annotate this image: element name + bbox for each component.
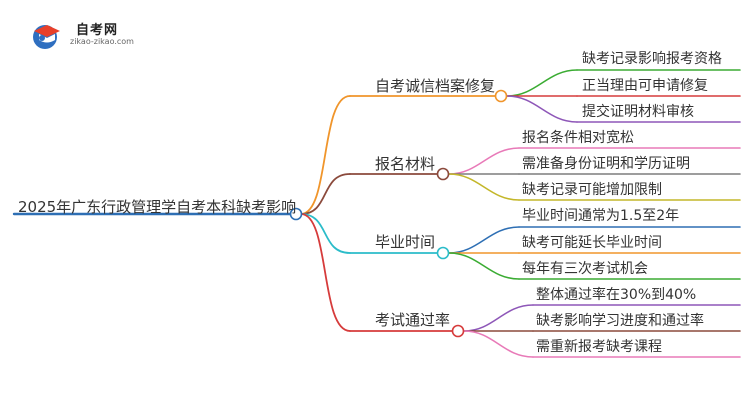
logo-subtitle: zikao-zikao.com [70, 37, 134, 46]
leaf-edge-1-3 [506, 95, 578, 123]
leaf-label-3-2[interactable]: 缺考可能延长毕业时间 [522, 235, 662, 251]
branch-label-pass-rate[interactable]: 考试通过率 [375, 311, 451, 329]
leaf-edge-3-1 [448, 226, 520, 254]
leaf-edge-3-3 [448, 252, 520, 280]
leaf-edge-2-3 [448, 173, 520, 201]
leaf-label-2-3[interactable]: 缺考记录可能增加限制 [522, 182, 662, 198]
leaf-edge-2-1 [448, 147, 520, 175]
leaf-label-2-2[interactable]: 需准备身份证明和学历证明 [522, 156, 690, 172]
root-node-label[interactable]: 2025年广东行政管理学自考本科缺考影响 [18, 198, 297, 216]
branch-label-graduation[interactable]: 毕业时间 [375, 233, 436, 251]
branch-node-4[interactable] [451, 324, 465, 338]
logo-title: 自考网 [76, 23, 119, 38]
leaf-label-4-1[interactable]: 整体通过率在30%到40% [536, 287, 697, 303]
mind-map-edges [12, 69, 741, 358]
leaf-label-4-2[interactable]: 缺考影响学习进度和通过率 [536, 313, 704, 329]
site-logo[interactable]: 自考网 zikao-zikao.com [30, 18, 150, 54]
mind-map-nodes [289, 89, 508, 338]
leaf-label-3-3[interactable]: 每年有三次考试机会 [522, 261, 648, 277]
branch-edge-2 [300, 173, 351, 215]
leaf-edge-4-1 [463, 304, 534, 332]
branch-node-3[interactable] [436, 246, 450, 260]
leaf-label-4-3[interactable]: 需重新报考缺考课程 [536, 339, 662, 355]
branch-label-integrity[interactable]: 自考诚信档案修复 [375, 77, 496, 95]
root-node[interactable] [289, 207, 303, 221]
leaf-edge-4-3 [463, 330, 534, 358]
branch-edge-3 [300, 213, 351, 254]
leaf-edge-1-1 [506, 69, 578, 97]
leaf-label-1-2[interactable]: 正当理由可申请修复 [582, 78, 708, 94]
leaf-label-2-1[interactable]: 报名条件相对宽松 [522, 130, 634, 146]
leaf-label-3-1[interactable]: 毕业时间通常为1.5至2年 [522, 208, 680, 224]
graduation-cap-icon [33, 25, 60, 49]
branch-node-2[interactable] [436, 167, 450, 181]
branch-edge-4 [300, 213, 351, 332]
branch-node-1[interactable] [494, 89, 508, 103]
leaf-label-1-1[interactable]: 缺考记录影响报考资格 [582, 51, 722, 67]
branch-label-materials[interactable]: 报名材料 [375, 155, 436, 173]
branch-edge-1 [300, 95, 351, 215]
leaf-label-1-3[interactable]: 提交证明材料审核 [582, 104, 694, 120]
